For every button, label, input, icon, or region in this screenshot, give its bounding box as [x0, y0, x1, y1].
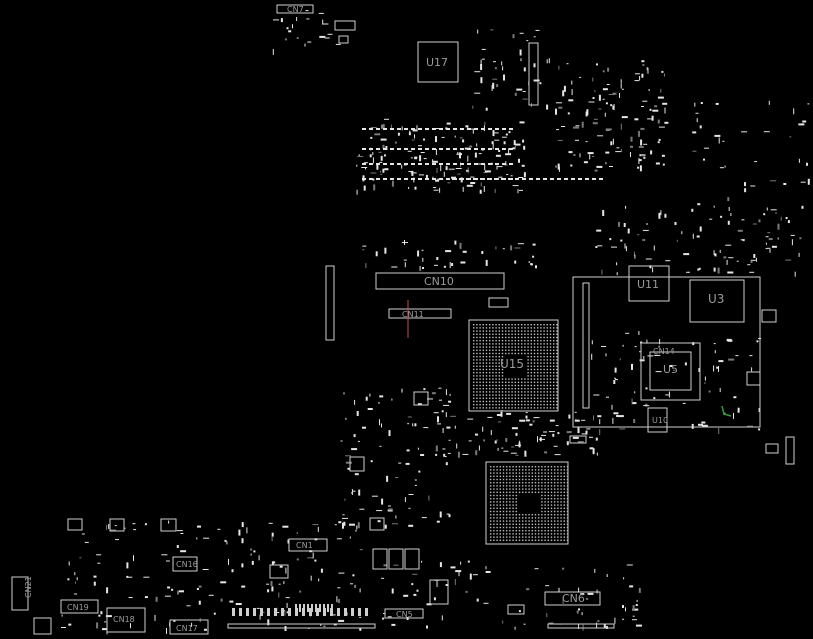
component-cn18-label: CN18 [113, 615, 135, 624]
part-outline [334, 20, 356, 31]
component-cn1-label: CN1 [296, 541, 313, 550]
part-outline [746, 371, 761, 386]
component-u15-label: U15 [500, 357, 524, 371]
component-u3-label: U3 [708, 292, 724, 306]
edge-connector [547, 623, 615, 629]
component-u15[interactable]: U15 [468, 319, 559, 412]
component-cn19-label: CN19 [67, 603, 89, 612]
green-marker [721, 405, 732, 417]
part-outline [372, 548, 388, 570]
component-cn1[interactable]: CN1 [288, 538, 328, 552]
component-cn16-label: CN16 [176, 560, 198, 569]
component-u11-label: U11 [637, 278, 659, 291]
component-u16[interactable] [485, 461, 569, 545]
component-cn5-label: CN5 [396, 610, 413, 619]
vertical-connector [325, 265, 335, 341]
part-outline [507, 604, 525, 615]
part-outline [388, 548, 404, 570]
part-outline [349, 456, 365, 472]
component-cn7[interactable]: CN7 [276, 4, 314, 14]
component-u5[interactable]: CN14 U5 [640, 342, 701, 401]
component-cn21[interactable]: CN21 [11, 576, 33, 611]
component-cn10-label: CN10 [424, 275, 454, 288]
part-outline [369, 517, 385, 531]
component-u17-label: U17 [426, 56, 448, 69]
component-cn11-label: CN11 [402, 310, 424, 319]
component-cn6-label: CN6 [562, 592, 585, 605]
part-outline [429, 579, 449, 605]
component-u11[interactable]: U11 [628, 265, 670, 302]
component-u10[interactable]: U10 [647, 407, 668, 433]
component-cn21-label: CN21 [24, 576, 33, 598]
part-outline [269, 564, 289, 579]
part-outline [109, 518, 125, 532]
vertical-connector [528, 42, 539, 106]
part-outline [488, 297, 509, 308]
component-u3[interactable]: U3 [689, 279, 745, 323]
part-outline [404, 548, 420, 570]
component-cn17[interactable]: CN17 [169, 619, 209, 635]
component-cn10[interactable]: CN10 [375, 272, 505, 290]
u16-ball-grid [490, 466, 569, 541]
component-cn5[interactable]: CN5 [384, 608, 424, 619]
part-outline [160, 518, 177, 532]
component-u17[interactable]: U17 [417, 41, 459, 83]
part-outline [569, 435, 587, 444]
component-u5-label: U5 [663, 363, 678, 376]
component-cn18[interactable]: CN18 [106, 607, 146, 633]
component-cn7-label: CN7 [287, 5, 304, 14]
component-cn17-label: CN17 [176, 624, 198, 633]
component-u10-label: U10 [652, 416, 668, 425]
component-cn14-label: CN14 [653, 347, 675, 356]
component-cn16[interactable]: CN16 [172, 556, 198, 572]
part-outline [761, 309, 777, 323]
u15-ball-grid [473, 324, 558, 409]
part-outline [67, 518, 83, 531]
component-cn19[interactable]: CN19 [60, 599, 99, 614]
edge-connector [227, 623, 376, 629]
part-outline [413, 391, 429, 406]
vertical-connector [785, 436, 795, 465]
component-cn6[interactable]: CN6 [544, 591, 601, 606]
component-cn11[interactable]: CN11 [388, 300, 452, 338]
part-outline [33, 617, 52, 635]
part-outline [338, 35, 349, 44]
part-outline [765, 443, 779, 454]
